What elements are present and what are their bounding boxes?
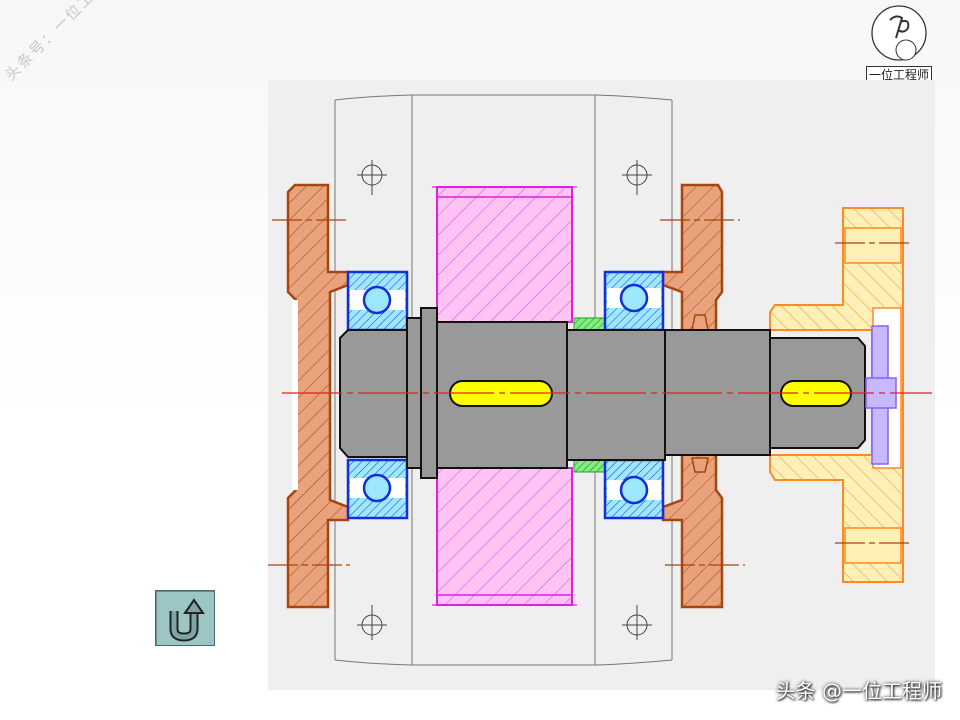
seal bbox=[691, 314, 709, 473]
footer-attribution: 头条 @一位工程师 bbox=[775, 679, 942, 703]
bolt-hole-marks bbox=[357, 160, 652, 640]
gear bbox=[432, 186, 577, 606]
u-turn-arrow-icon bbox=[169, 598, 205, 642]
left-bearing-cover bbox=[286, 183, 350, 609]
logo: 一位工程师 bbox=[866, 0, 932, 86]
back-button[interactable] bbox=[155, 590, 215, 646]
center-lines bbox=[268, 219, 932, 566]
right-bearing bbox=[603, 270, 665, 520]
left-bearing bbox=[346, 270, 409, 520]
logo-emblem bbox=[871, 5, 927, 61]
